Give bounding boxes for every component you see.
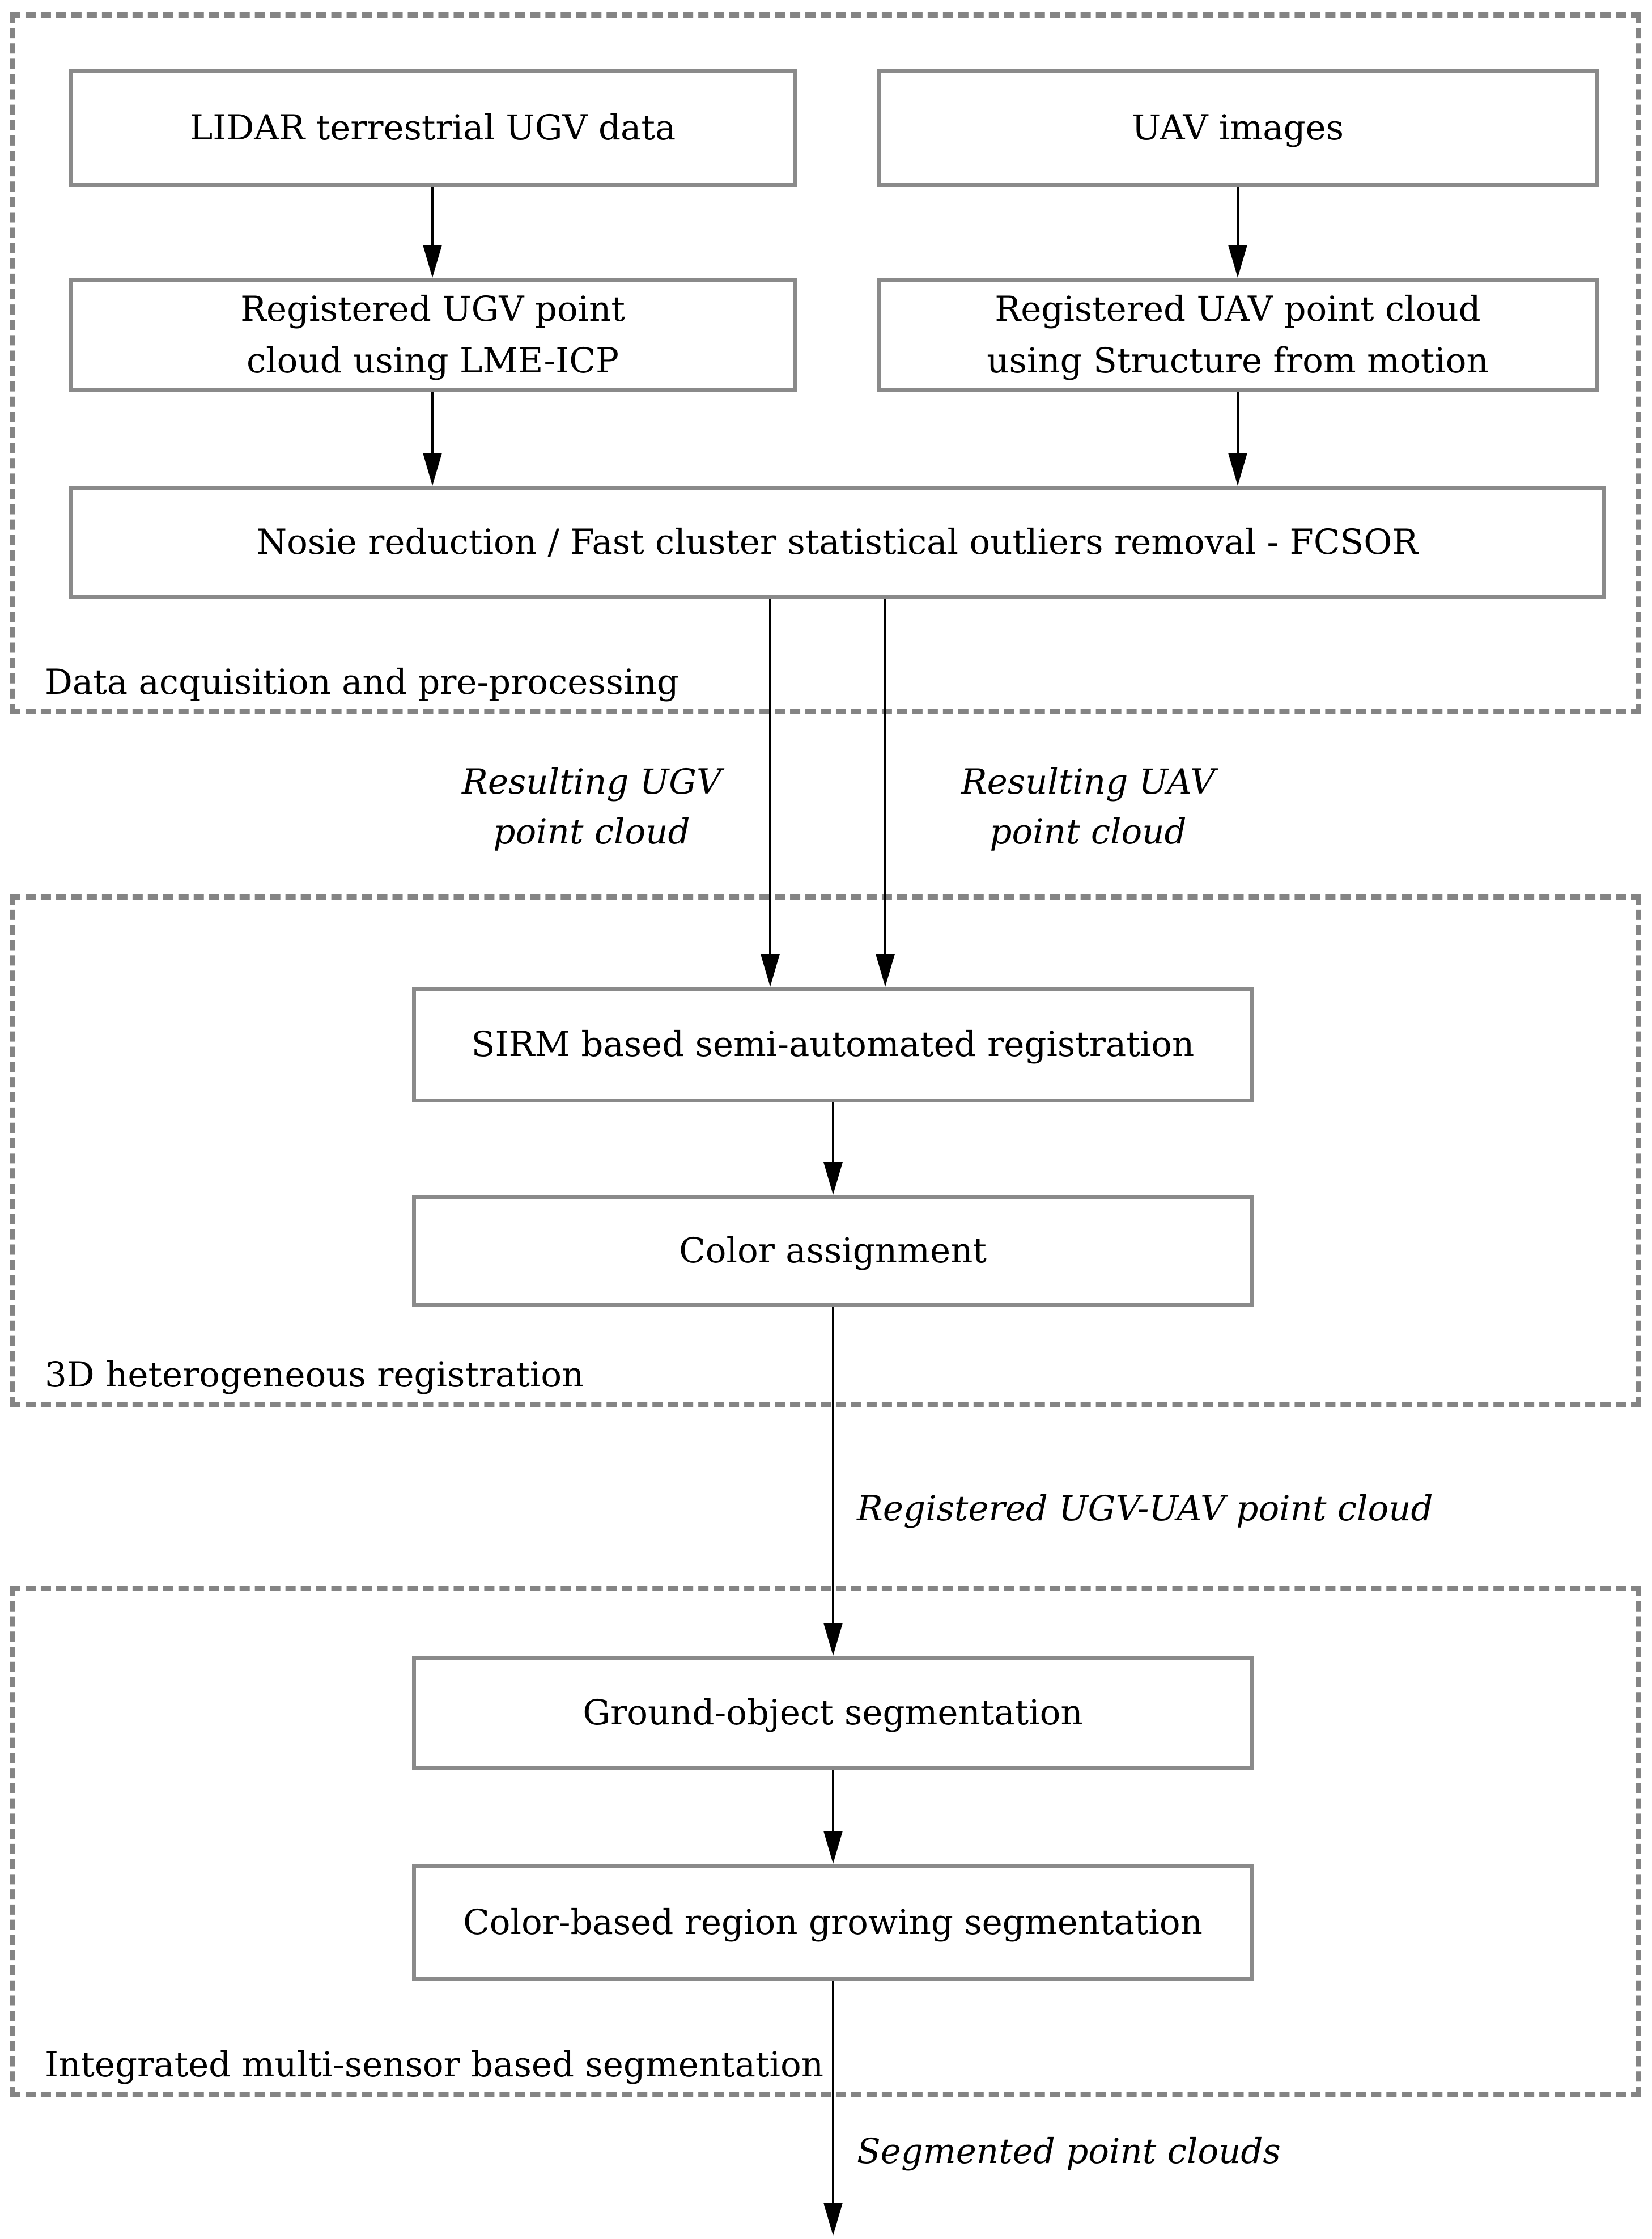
- node-registered-ugv-point-cloud-label: Registered UGV point cloud using LME-ICP: [240, 289, 625, 381]
- arrow-head-icon: [761, 954, 780, 987]
- arrow-head-icon: [423, 453, 442, 486]
- arrow-shaft: [769, 599, 771, 954]
- edge-label-resulting-ugv-point-cloud: Resulting UGV point cloud: [461, 762, 722, 853]
- arrow-head-icon: [823, 1831, 843, 1864]
- edge-label-registered-ugv-uav-point-cloud: Registered UGV-UAV point cloud: [857, 1489, 1433, 1529]
- arrow-head-icon: [823, 1162, 843, 1195]
- node-uav-images: UAV images: [877, 69, 1599, 187]
- node-lidar-ugv-data: LIDAR terrestrial UGV data: [69, 69, 797, 187]
- arrow-shaft: [832, 1981, 834, 2203]
- arrow-shaft: [832, 1307, 834, 1623]
- section-3d-heterogeneous-registration-label: 3D heterogeneous registration: [45, 1354, 584, 1395]
- node-lidar-ugv-data-label: LIDAR terrestrial UGV data: [189, 108, 676, 149]
- arrow-shaft: [1237, 187, 1239, 245]
- node-sirm-registration-label: SIRM based semi-automated registration: [471, 1024, 1195, 1065]
- arrow-shaft: [832, 1770, 834, 1831]
- section-data-acquisition: Data acquisition and pre-processing: [10, 12, 1641, 714]
- node-region-growing-segmentation: Color-based region growing segmentation: [412, 1864, 1254, 1981]
- arrow-head-icon: [1228, 245, 1247, 278]
- node-registered-uav-point-cloud: Registered UAV point cloud using Structu…: [877, 278, 1599, 392]
- arrow-head-icon: [823, 1623, 843, 1656]
- node-registered-ugv-point-cloud: Registered UGV point cloud using LME-ICP: [69, 278, 797, 392]
- arrow-shaft: [431, 187, 434, 245]
- node-color-assignment: Color assignment: [412, 1195, 1254, 1307]
- arrow-shaft: [431, 392, 434, 453]
- section-integrated-segmentation-label: Integrated multi-sensor based segmentati…: [45, 2044, 824, 2085]
- arrow-head-icon: [823, 2203, 843, 2236]
- node-color-assignment-label: Color assignment: [679, 1231, 987, 1271]
- section-data-acquisition-label: Data acquisition and pre-processing: [45, 661, 679, 702]
- arrow-head-icon: [423, 245, 442, 278]
- edge-label-segmented-point-clouds: Segmented point clouds: [857, 2131, 1281, 2172]
- arrow-shaft: [1237, 392, 1239, 453]
- arrow-shaft: [884, 599, 886, 954]
- arrow-shaft: [832, 1102, 834, 1162]
- node-noise-reduction-fcsor-label: Nosie reduction / Fast cluster statistic…: [256, 522, 1419, 563]
- section-3d-heterogeneous-registration: 3D heterogeneous registration: [10, 894, 1641, 1407]
- node-sirm-registration: SIRM based semi-automated registration: [412, 987, 1254, 1102]
- section-integrated-segmentation: Integrated multi-sensor based segmentati…: [10, 1586, 1641, 2097]
- arrow-head-icon: [876, 954, 895, 987]
- node-noise-reduction-fcsor: Nosie reduction / Fast cluster statistic…: [69, 486, 1606, 599]
- arrow-head-icon: [1228, 453, 1247, 486]
- edge-label-resulting-uav-point-cloud: Resulting UAV point cloud: [961, 762, 1216, 853]
- node-uav-images-label: UAV images: [1131, 108, 1344, 149]
- node-registered-uav-point-cloud-label: Registered UAV point cloud using Structu…: [987, 289, 1489, 381]
- node-ground-object-segmentation: Ground-object segmentation: [412, 1656, 1254, 1770]
- node-region-growing-segmentation-label: Color-based region growing segmentation: [463, 1902, 1203, 1943]
- node-ground-object-segmentation-label: Ground-object segmentation: [583, 1692, 1083, 1733]
